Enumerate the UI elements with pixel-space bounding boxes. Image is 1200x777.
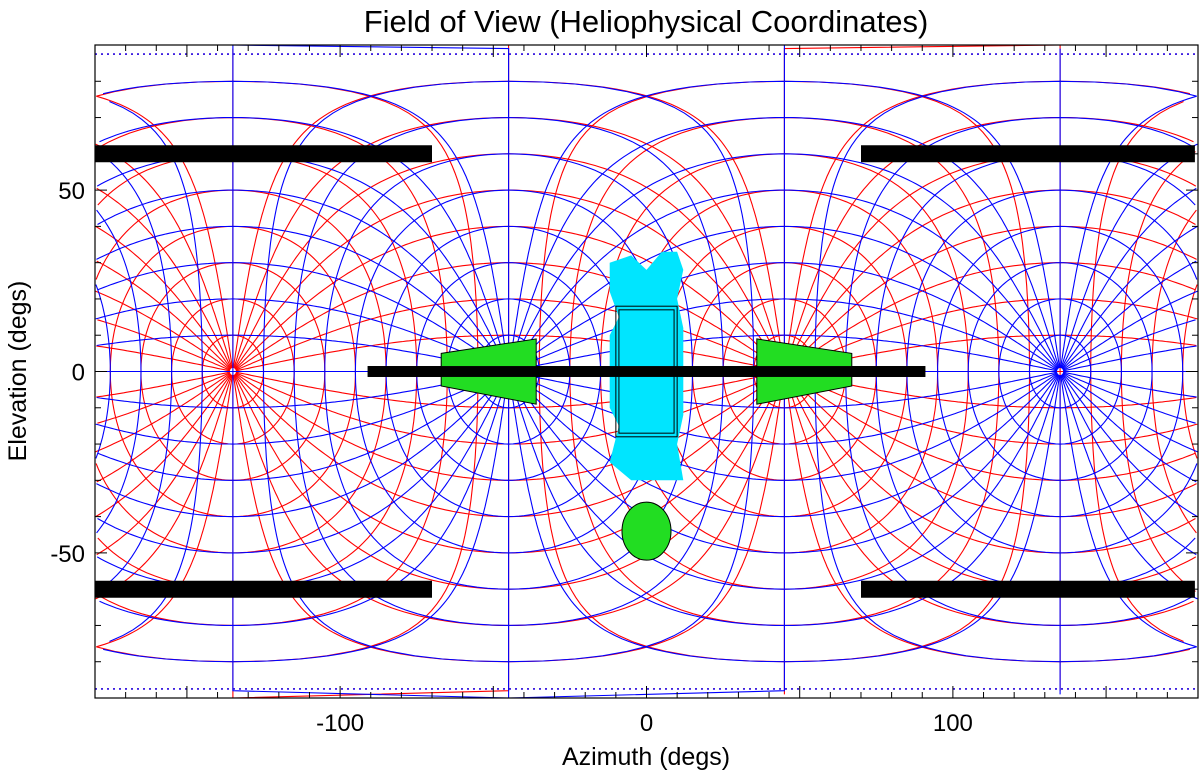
grid-longitude-line <box>95 262 1196 371</box>
grid-longitude-line <box>510 372 1058 481</box>
grid-longitude-line <box>96 225 1197 370</box>
x-tick-label: -100 <box>316 710 364 737</box>
fov-regions <box>367 251 926 561</box>
grid-longitude-line <box>102 80 1197 368</box>
grid-longitude-line <box>508 80 1061 368</box>
grid-longitude-line <box>97 189 1198 370</box>
y-axis-label: Elevation (degs) <box>4 281 32 462</box>
green-ellipse <box>621 501 672 561</box>
grid-longitude-line <box>232 45 1061 368</box>
cyan-cross <box>609 251 684 481</box>
grid-longitude-line <box>97 372 1198 481</box>
grid-longitude-line <box>97 373 1198 554</box>
grid-longitude-line <box>508 375 1061 663</box>
x-axis-label: Azimuth (degs) <box>562 743 730 771</box>
plot-area <box>95 45 1198 698</box>
grid-longitude-line <box>510 262 1058 371</box>
inner-box-inner <box>618 309 675 434</box>
grid-longitude-line <box>96 371 1197 409</box>
grid-longitude-line <box>509 374 1060 626</box>
y-tick-label: 0 <box>72 360 85 387</box>
grid-longitude-line <box>99 374 1198 626</box>
grid-longitude-line <box>510 189 1059 370</box>
inner-box-outer <box>615 305 678 438</box>
grid-longitude-line <box>97 262 1198 371</box>
grid-longitude-line <box>96 373 1197 518</box>
grid-longitude-line <box>511 334 1058 372</box>
equator-band-overlay <box>367 366 926 377</box>
y-tick-label: 50 <box>58 178 85 205</box>
grid-longitude-line <box>509 117 1060 369</box>
grid-longitude-line <box>95 372 1196 481</box>
grid-longitude-line <box>510 373 1059 554</box>
chart-title: Field of View (Heliophysical Coordinates… <box>364 4 929 39</box>
grid-longitude-line <box>102 375 1197 663</box>
grid-longitude-line <box>96 371 1197 409</box>
grid-longitude-line <box>508 375 1061 698</box>
x-tick-label: 100 <box>933 710 973 737</box>
grid-longitude-line <box>509 153 1060 369</box>
grid-longitude-line <box>96 334 1197 372</box>
grid-longitude-line <box>511 372 1058 445</box>
x-tick-label: 0 <box>640 710 653 737</box>
grid-longitude-line <box>510 225 1059 370</box>
grid-longitude-line <box>509 374 1060 590</box>
grid-longitude-line <box>511 298 1058 371</box>
grid-longitude-line <box>95 298 1196 371</box>
grid-longitude-line <box>99 117 1198 369</box>
axis-ticks: -100 0 100 50 0 -50 <box>50 44 1199 737</box>
grid-longitude-line <box>96 334 1197 372</box>
grid-longitude-line <box>95 372 1196 445</box>
y-tick-label: -50 <box>50 541 85 568</box>
grid-longitude-line <box>511 371 1058 409</box>
grid-longitude-line <box>510 373 1059 518</box>
